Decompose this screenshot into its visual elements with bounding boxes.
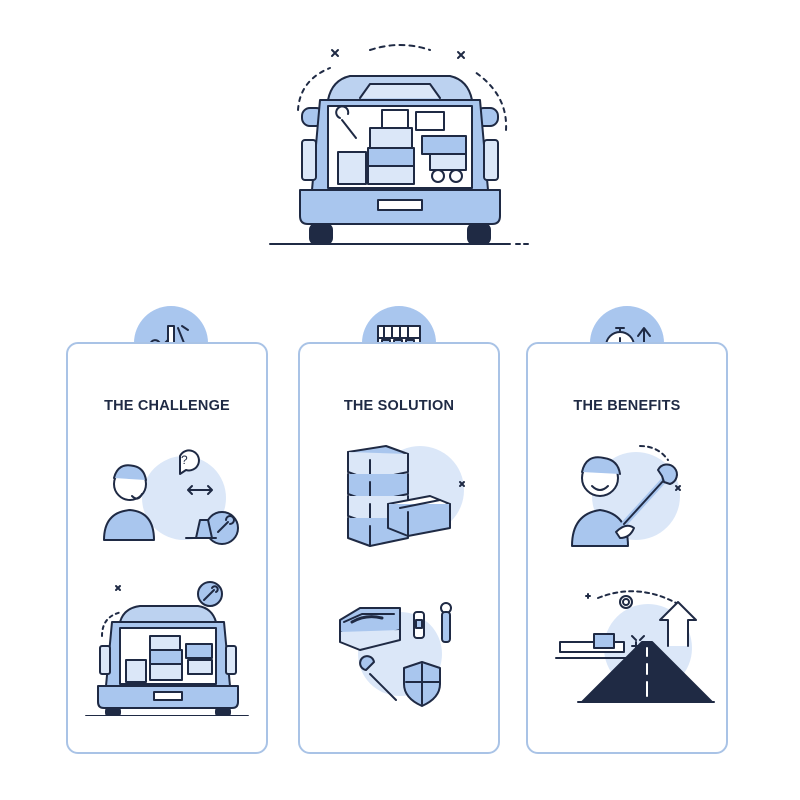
cluttered-truck-bed-icon <box>85 581 249 716</box>
svg-text:?: ? <box>181 453 188 467</box>
solution-top-illustration <box>300 438 498 558</box>
benefits-bottom-illustration <box>528 584 726 704</box>
card-title: THE CHALLENGE <box>104 398 230 414</box>
road-ahead-icon <box>555 590 715 703</box>
card-title: THE BENEFITS <box>573 398 681 414</box>
challenge-bottom-illustration <box>68 576 266 716</box>
stacked-storage-bins-icon <box>347 445 465 547</box>
solution-bottom-illustration <box>300 594 498 714</box>
benefits-top-illustration <box>528 436 726 556</box>
card-title: THE SOLUTION <box>343 398 455 414</box>
happy-person-wrench-icon <box>571 445 681 547</box>
challenge-card: THE CHALLENGE ? <box>66 342 268 754</box>
hero-truck-illustration <box>260 40 540 255</box>
pickup-truck-rear-icon <box>269 44 531 245</box>
challenge-top-illustration: ? <box>68 438 266 548</box>
benefits-card: THE BENEFITS <box>526 342 728 754</box>
confused-person-icon: ? <box>103 449 239 545</box>
tool-organizer-icon <box>339 602 452 707</box>
solution-card: THE SOLUTION <box>298 342 500 754</box>
